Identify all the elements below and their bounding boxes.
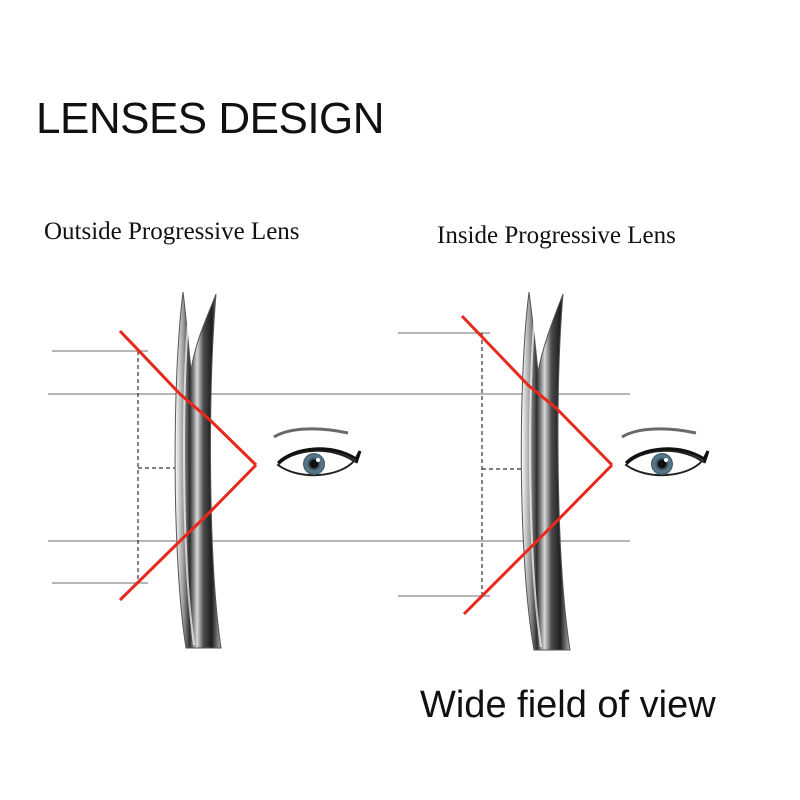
lens-edge-highlight	[529, 299, 542, 648]
outside-lens-panel	[48, 291, 630, 649]
lens-icon	[174, 291, 222, 649]
eye-icon	[621, 427, 710, 477]
inside-lens-label: Inside Progressive Lens	[437, 222, 676, 249]
ray-upper-right	[460, 314, 614, 467]
outside-lens-label: Outside Progressive Lens	[44, 218, 300, 245]
page-title: LENSES DESIGN	[36, 94, 385, 143]
inside-lens-panel	[398, 291, 710, 651]
lens-icon	[520, 291, 571, 651]
ray-upper	[118, 329, 258, 467]
ray-lower-right	[462, 463, 614, 616]
eye-icon	[273, 427, 362, 477]
ray-lower	[118, 463, 258, 602]
lens-edge-highlight	[183, 299, 195, 646]
field-of-view-caption: Wide field of view	[420, 684, 716, 726]
